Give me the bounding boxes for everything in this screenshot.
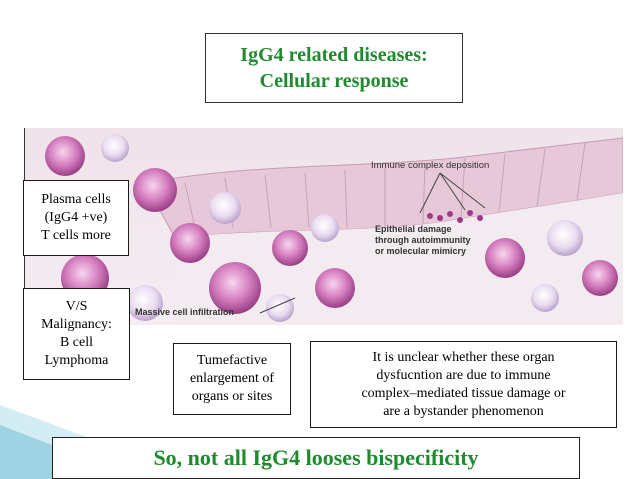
tumef-line-1: Tumefactive	[196, 353, 268, 368]
slide-title: IgG4 related diseases: Cellular response	[205, 33, 463, 103]
tumef-line-3: organs or sites	[191, 389, 273, 404]
vs-line-4: Lymphoma	[44, 353, 109, 368]
unclear-line-4: are a bystander phenomenon	[383, 403, 544, 419]
tumefactive-callout: Tumefactive enlargement of organs or sit…	[173, 343, 291, 415]
label-epithelial-1: Epithelial damage	[375, 224, 452, 234]
unclear-line-3: complex–mediated tissue damage or	[361, 385, 566, 401]
title-line-2: Cellular response	[259, 70, 409, 92]
plasma-line-1: Plasma cells	[41, 192, 111, 207]
vs-line-2: Malignancy:	[41, 317, 112, 332]
conclusion-banner: So, not all IgG4 looses bispecificity	[52, 437, 580, 479]
plasma-line-2: (IgG4 +ve)	[44, 210, 108, 225]
label-infiltration: Massive cell infiltration	[135, 307, 234, 317]
unclear-line-1: It is unclear whether these organ	[372, 349, 555, 365]
vs-line-3: B cell	[59, 335, 94, 350]
plasma-line-3: T cells more	[41, 228, 111, 243]
title-line-1: IgG4 related diseases:	[240, 44, 428, 66]
conclusion-text: So, not all IgG4 looses bispecificity	[153, 445, 479, 470]
plasma-cells-callout: Plasma cells (IgG4 +ve) T cells more	[23, 180, 129, 256]
label-epithelial-2: through autoimmunity	[375, 235, 471, 245]
tumef-line-2: enlargement of	[189, 371, 275, 386]
unclear-mechanism-callout: It is unclear whether these organ dysfuc…	[310, 341, 617, 428]
vs-line-1: V/S	[65, 299, 88, 314]
label-epithelial-3: or molecular mimicry	[375, 246, 466, 256]
unclear-line-2: dysfucntion are due to immune	[376, 367, 551, 383]
label-immune-complex: Immune complex deposition	[371, 160, 489, 171]
malignancy-callout: V/S Malignancy: B cell Lymphoma	[23, 288, 130, 380]
